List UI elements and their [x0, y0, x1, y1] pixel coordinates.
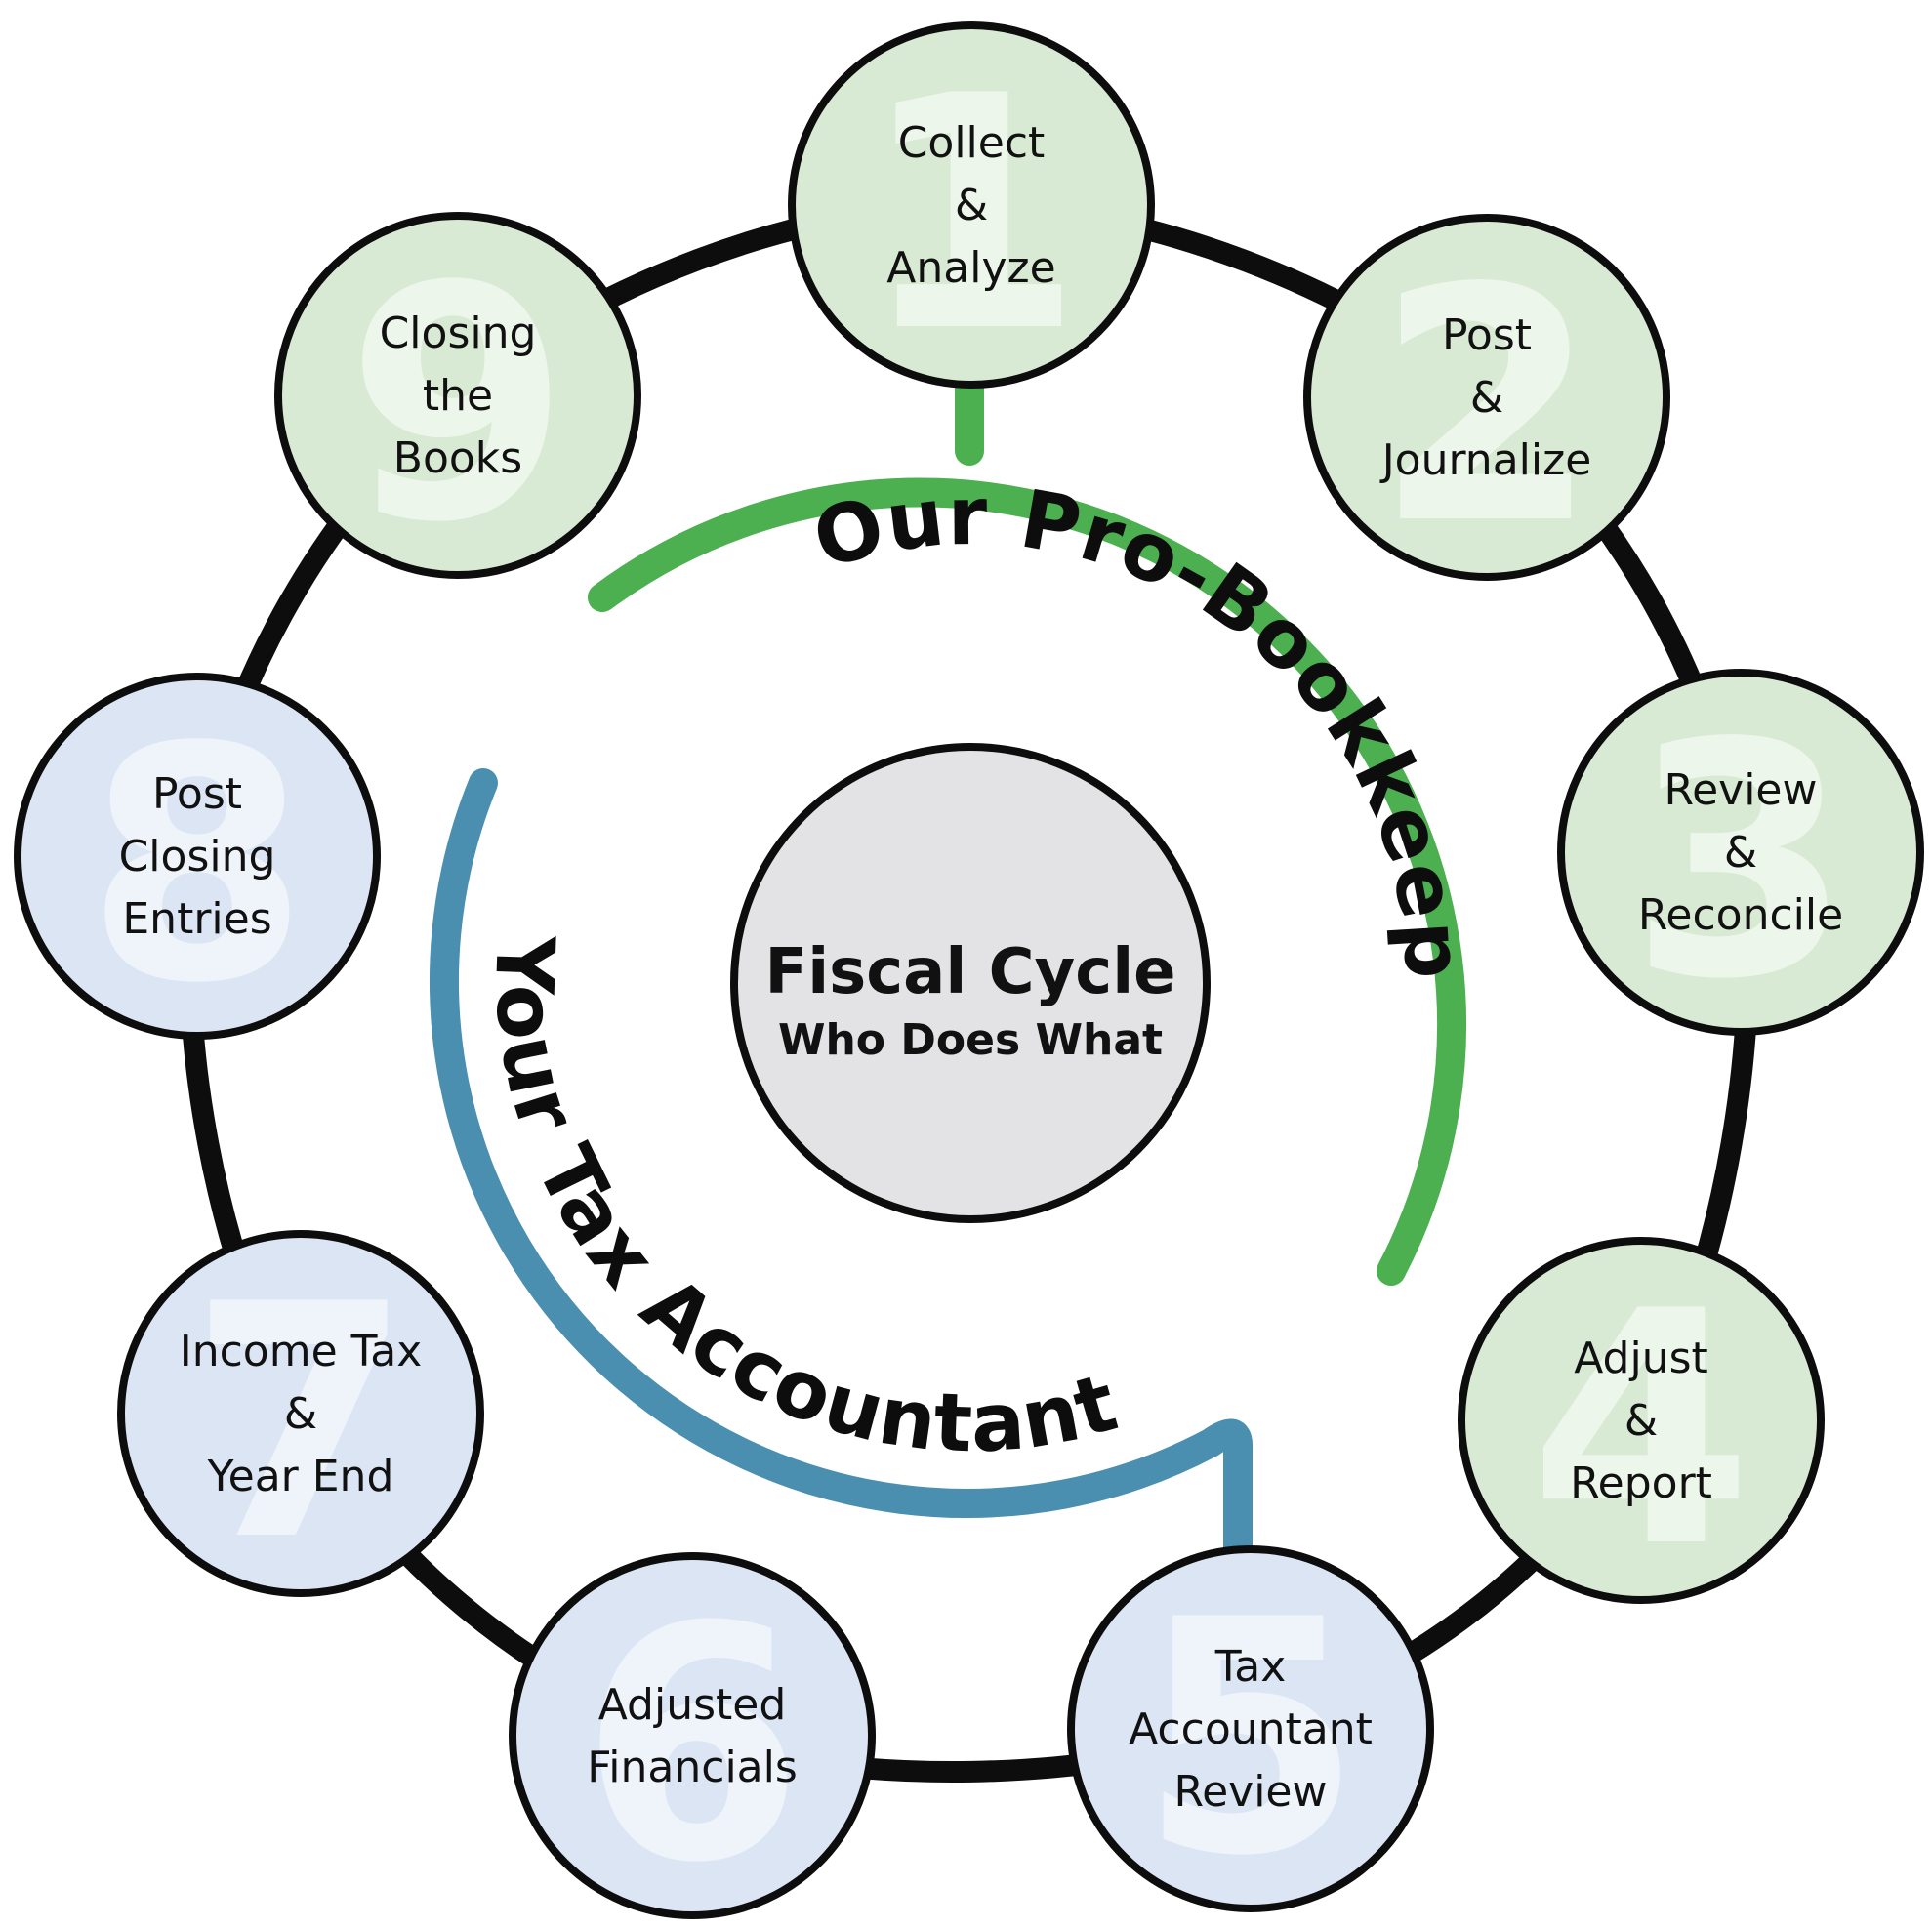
- step-circle: [117, 1230, 484, 1597]
- step-number: 5: [1138, 1551, 1363, 1926]
- step-label-line: Income Tax: [180, 1327, 423, 1376]
- step-label-line: the: [423, 371, 493, 421]
- step-number: 9: [346, 218, 570, 593]
- step-label-line: Tax: [1214, 1642, 1287, 1692]
- step-number: 3: [1628, 675, 1853, 1049]
- step-number: 6: [580, 1558, 804, 1929]
- step-circle: [1303, 214, 1670, 581]
- center-hub: Fiscal Cycle Who Does What: [730, 743, 1211, 1223]
- step-label-line: Collect: [898, 118, 1046, 168]
- step-label-line: Report: [1570, 1458, 1712, 1508]
- step-label-line: Review: [1174, 1767, 1328, 1817]
- step-label-line: Analyze: [886, 243, 1055, 293]
- step-label-line: Post: [152, 769, 242, 819]
- step-label-line: &: [955, 181, 988, 230]
- step-number: 1: [859, 27, 1084, 402]
- step-circle: [274, 212, 641, 579]
- step-circle: [14, 673, 381, 1040]
- center-title: Fiscal Cycle: [764, 936, 1175, 1008]
- cycle-ring: [179, 193, 1759, 1784]
- bookkeepers-arc: [588, 477, 1466, 1286]
- step-label-line: Closing: [119, 832, 276, 882]
- step-number: 7: [188, 1236, 413, 1611]
- step-label-line: &: [284, 1389, 317, 1439]
- step-label-line: Year End: [207, 1452, 394, 1501]
- step-number: 2: [1375, 220, 1599, 595]
- center-circle: [730, 743, 1211, 1223]
- step-circle: [1067, 1545, 1434, 1912]
- step-number: 4: [1529, 1243, 1753, 1618]
- step-label-line: Adjust: [1574, 1334, 1708, 1383]
- step-label-line: Closing: [380, 308, 537, 358]
- step-circle: [509, 1552, 876, 1919]
- step-label-line: &: [1624, 1396, 1658, 1446]
- step-label-line: &: [1470, 373, 1503, 423]
- step-label-line: Reconcile: [1638, 890, 1843, 940]
- center-subtitle: Who Does What: [778, 1015, 1163, 1065]
- step-label-line: Accountant: [1129, 1704, 1373, 1754]
- step-label-line: Journalize: [1379, 435, 1592, 485]
- step-label-line: Financials: [587, 1743, 798, 1792]
- step-circle: [788, 21, 1155, 389]
- step-label-line: Post: [1442, 310, 1532, 360]
- step-label-line: Books: [393, 433, 522, 483]
- step-circle: [1458, 1237, 1825, 1604]
- step-number: 8: [85, 678, 309, 1053]
- step-label-line: Adjusted: [598, 1680, 787, 1730]
- step-circle: [1557, 669, 1924, 1036]
- step-label-line: Entries: [122, 894, 271, 944]
- step-label-line: &: [1724, 828, 1757, 878]
- accountant-arc: [429, 768, 1253, 1567]
- step-label-line: Review: [1665, 765, 1818, 815]
